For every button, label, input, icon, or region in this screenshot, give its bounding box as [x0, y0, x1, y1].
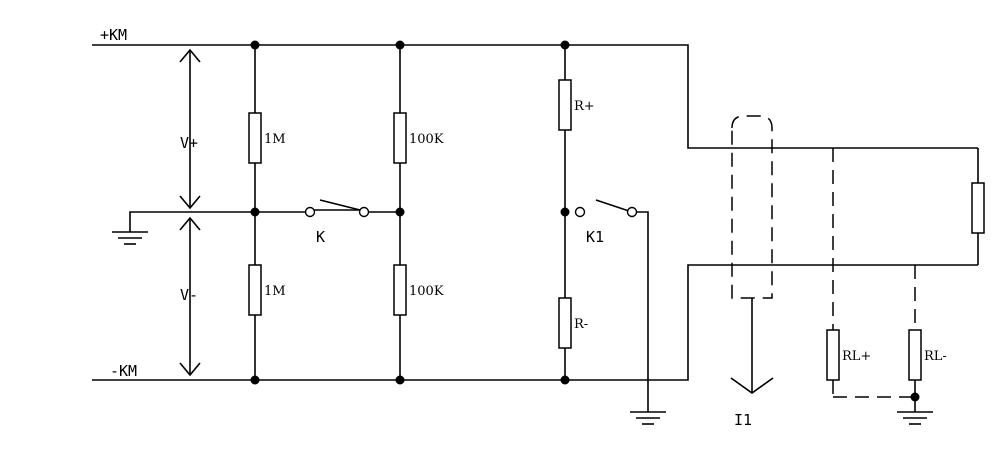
resistor-r-plus: [558, 79, 572, 131]
rl-plus-label: RL+: [842, 349, 871, 364]
rl-minus-path: [897, 265, 933, 425]
load-resistor: [971, 182, 985, 234]
left-ground: [112, 211, 255, 245]
v-minus-label: V-: [180, 286, 198, 304]
minus-km-label: -KM: [110, 362, 137, 380]
switch-k1: [574, 199, 666, 425]
switch-k1-label: K1: [586, 228, 604, 246]
plus-km-label: +KM: [100, 26, 127, 44]
switch-k-label: K: [316, 228, 325, 246]
r2-lower-label: 100K: [409, 284, 444, 299]
v-minus-arrow: [179, 216, 201, 377]
resistor-1m-lower: [248, 264, 262, 316]
resistor-r-minus: [558, 297, 572, 349]
switch-k: [255, 199, 400, 218]
rl-minus-label: RL-: [924, 349, 947, 364]
current-i1-label: I1: [734, 411, 752, 429]
current-clamp: [730, 115, 774, 394]
r-minus-label: R-: [574, 317, 588, 332]
v-plus-label: V+: [180, 134, 198, 152]
r2-upper-label: 100K: [409, 132, 444, 147]
r1-upper-label: 1M: [264, 132, 286, 147]
r-plus-label: R+: [574, 99, 595, 114]
resistor-100k-upper: [393, 112, 407, 164]
resistor-100k-lower: [393, 264, 407, 316]
resistor-1m-upper: [248, 112, 262, 164]
junction-dots: [250, 40, 920, 402]
positive-rail: [92, 44, 978, 149]
r1-lower-label: 1M: [264, 284, 286, 299]
v-plus-arrow: [179, 48, 201, 210]
rl-plus-path: [826, 148, 915, 398]
